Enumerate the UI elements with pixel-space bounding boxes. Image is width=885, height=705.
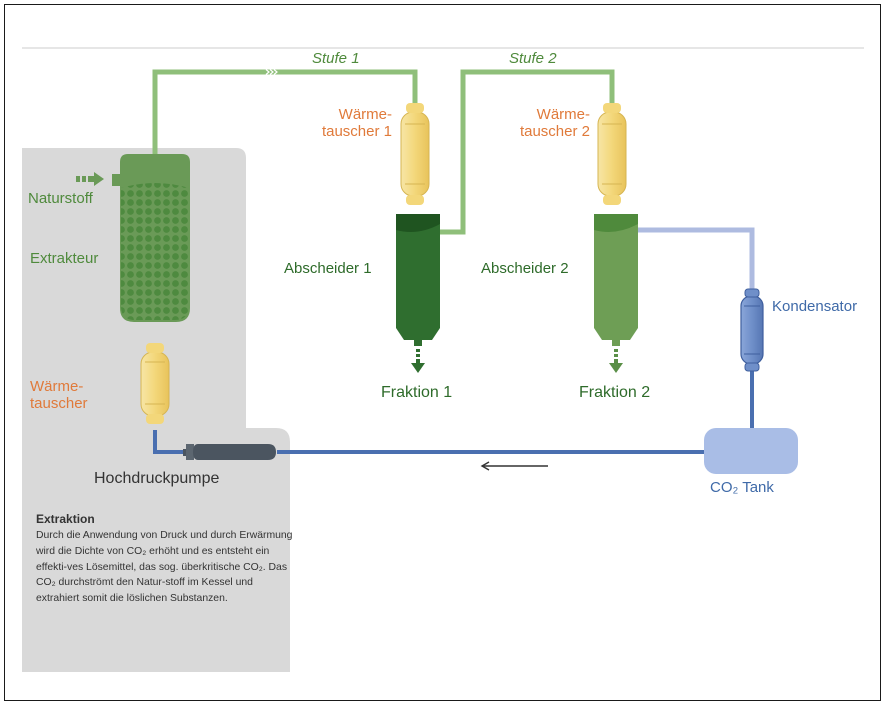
fraktion-1-arrow-icon [411, 349, 425, 373]
condenser [740, 288, 764, 372]
flow-chevrons-icon [265, 69, 278, 75]
heat-exchanger-extractor [140, 343, 170, 424]
waermetauscher-1-label: Wärme- tauscher 1 [321, 106, 392, 141]
waermetauscher-2-label: Wärme- tauscher 2 [519, 106, 590, 141]
kondensator-label: Kondensator [772, 298, 858, 315]
naturstoff-inlet-arrow-icon [76, 172, 104, 186]
co2-pipe-green [152, 69, 615, 235]
extrakteur-label: Extrakteur [30, 250, 99, 267]
abscheider-2-label: Abscheider 2 [481, 260, 569, 277]
fraktion-1-label: Fraktion 1 [381, 384, 453, 401]
high-pressure-pump [183, 444, 276, 460]
separator-2 [594, 214, 638, 346]
extraction-info-box: Extraktion Durch die Anwendung von Druck… [36, 512, 296, 607]
flow-direction-arrow-icon [480, 461, 548, 471]
fraktion-2-arrow-icon [609, 349, 623, 373]
naturstoff-label: Naturstoff [28, 190, 93, 207]
co2-tank-label: CO₂ Tank [710, 479, 774, 496]
co2-pipe-blue [153, 367, 754, 454]
abscheider-1-label: Abscheider 1 [284, 260, 372, 277]
separator-1 [396, 214, 440, 346]
stufe-1-label: Stufe 1 [312, 50, 360, 67]
top-divider [22, 47, 864, 49]
info-title: Extraktion [36, 512, 95, 526]
hochdruckpumpe-label: Hochdruckpumpe [94, 470, 220, 487]
extractor-vessel [112, 154, 190, 322]
frame-border [4, 4, 881, 701]
heat-exchanger-1 [400, 103, 430, 205]
co2-pipe-gas [636, 227, 755, 290]
fraktion-2-label: Fraktion 2 [579, 384, 651, 401]
waermetauscher-label: Wärme- tauscher [30, 378, 88, 413]
info-text: Durch die Anwendung von Druck und durch … [36, 530, 293, 605]
co2-tank [704, 428, 798, 474]
stufe-2-label: Stufe 2 [509, 50, 557, 67]
heat-exchanger-2 [597, 103, 627, 205]
